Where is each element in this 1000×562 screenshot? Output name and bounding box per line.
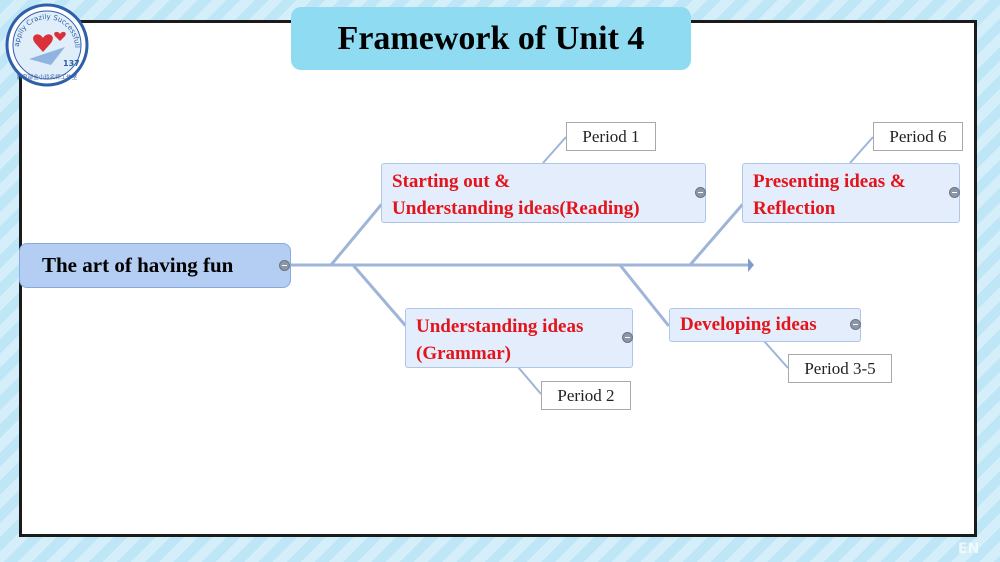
watermark-label: EN [958, 541, 980, 557]
topic-presenting-line2: Reflection [753, 198, 836, 219]
topic-grammar-line1: Understanding ideas [416, 316, 584, 337]
connector-presenting [688, 203, 744, 267]
topic-presenting[interactable]: Presenting ideas & Reflection [742, 163, 960, 223]
topic-developing-line1: Developing ideas [680, 314, 817, 335]
collapse-root-icon[interactable] [279, 260, 290, 271]
topic-reading[interactable]: Starting out & Understanding ideas(Readi… [381, 163, 706, 223]
small-heart-icon [54, 31, 66, 41]
topic-developing[interactable]: Developing ideas [669, 308, 861, 342]
topic-reading-line1: Starting out & [392, 171, 511, 192]
connector-reading [329, 203, 383, 267]
connector-period-1 [542, 136, 567, 164]
connector-period-6 [849, 136, 874, 164]
topic-presenting-line1: Presenting ideas & [753, 171, 906, 192]
heart-icon [33, 34, 53, 52]
connector-developing [618, 263, 670, 327]
connector-period-3-5 [763, 340, 789, 369]
topic-grammar-line2: (Grammar) [416, 343, 511, 364]
collapse-grammar-icon[interactable] [622, 332, 633, 343]
collapse-developing-icon[interactable] [850, 319, 861, 330]
period-3-5-label[interactable]: Period 3-5 [788, 354, 892, 383]
root-topic[interactable]: The art of having fun [19, 243, 291, 288]
page-title: Framework of Unit 4 [291, 7, 691, 70]
studio-logo: Happily Crazily Successfully 137 教育部金小玲名… [5, 3, 89, 87]
collapse-presenting-icon[interactable] [949, 187, 960, 198]
period-2-label[interactable]: Period 2 [541, 381, 631, 410]
topic-reading-line2: Understanding ideas(Reading) [392, 198, 640, 219]
connector-period-2 [517, 366, 542, 395]
svg-text:137: 137 [63, 59, 80, 68]
period-1-label[interactable]: Period 1 [566, 122, 656, 151]
collapse-reading-icon[interactable] [695, 187, 706, 198]
topic-grammar[interactable]: Understanding ideas (Grammar) [405, 308, 633, 368]
svg-text:教育部金小玲名师工作室: 教育部金小玲名师工作室 [17, 73, 78, 81]
paper-plane-icon [29, 47, 65, 65]
root-topic-label: The art of having fun [42, 253, 234, 277]
connector-grammar [351, 263, 407, 327]
spine-arrow-head [748, 258, 754, 272]
period-6-label[interactable]: Period 6 [873, 122, 963, 151]
